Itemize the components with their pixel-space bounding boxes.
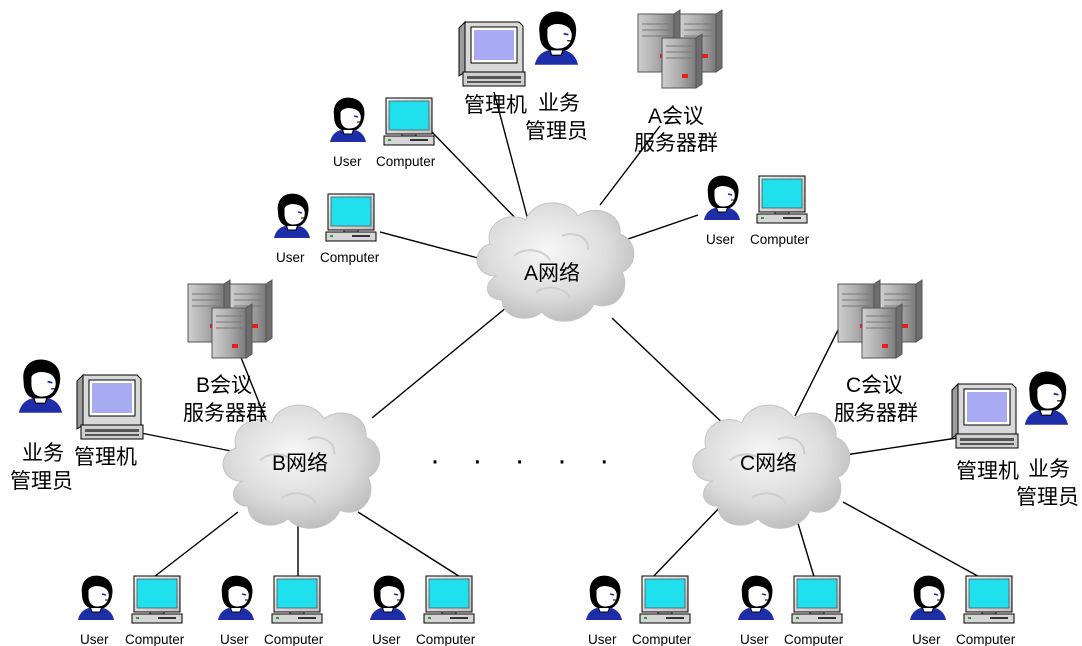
link-c-admin	[844, 437, 958, 456]
terminal-a1: User Computer	[329, 96, 436, 169]
computer-label: Computer	[632, 632, 692, 646]
terminal-b1: User Computer	[77, 574, 185, 646]
staff-label-line2: 管理员	[525, 120, 588, 143]
admin-station-a: 管理机 业务 管理员	[458, 10, 588, 143]
user-person-icon	[273, 192, 311, 239]
network-c-label: C网络	[740, 452, 797, 475]
user-label: User	[740, 632, 769, 646]
connection-lines	[135, 91, 986, 581]
user-label: User	[220, 632, 249, 646]
link-a-user2	[379, 231, 479, 259]
user-computer-icon	[131, 575, 183, 624]
terminal-a3: User Computer	[703, 174, 810, 247]
user-person-icon	[909, 574, 947, 621]
computer-label: Computer	[956, 632, 1016, 646]
computer-label: Computer	[416, 632, 476, 646]
link-a-user1	[429, 129, 523, 226]
link-a-c	[611, 317, 731, 431]
terminal-c3: User Computer	[909, 574, 1016, 646]
link-c-user1	[649, 504, 723, 581]
terminal-b3: User Computer	[369, 574, 476, 646]
link-a-admin	[493, 91, 529, 221]
server-tower-icon	[187, 279, 273, 359]
link-b-admin	[135, 431, 237, 453]
server-tower-icon	[637, 9, 723, 89]
user-label: User	[80, 632, 109, 646]
staff-label-line2: 管理员	[10, 470, 73, 493]
admin-computer-icon	[951, 383, 1019, 449]
user-person-icon	[217, 574, 255, 621]
network-b-cloud: B网络	[221, 404, 381, 530]
user-label: User	[372, 632, 401, 646]
terminal-b2: User Computer	[217, 574, 324, 646]
network-c-cloud: C网络	[691, 404, 851, 530]
user-person-icon	[329, 96, 367, 143]
staff-person-icon	[17, 358, 63, 414]
staff-label-line1: 业务	[22, 442, 64, 465]
admin-station-c: 管理机 业务 管理员	[951, 370, 1079, 509]
admin-machine-label: 管理机	[74, 446, 137, 469]
link-c-user3	[842, 501, 986, 581]
link-c-user2	[796, 519, 816, 581]
staff-label-line1: 业务	[1028, 458, 1070, 481]
user-computer-icon	[791, 575, 843, 624]
network-a-label: A网络	[524, 262, 580, 285]
link-a-servers	[599, 125, 661, 206]
user-person-icon	[585, 574, 623, 621]
link-c-servers	[794, 329, 839, 417]
link-b-user1	[149, 511, 239, 581]
user-computer-icon	[756, 175, 808, 224]
network-b-label: B网络	[272, 452, 328, 475]
staff-person-icon	[533, 10, 579, 66]
server-group-c: C会议 服务器群	[834, 279, 923, 425]
server-group-c-line2: 服务器群	[834, 402, 918, 425]
user-person-icon	[77, 574, 115, 621]
user-computer-icon	[639, 575, 691, 624]
server-group-b: B会议 服务器群	[183, 279, 273, 425]
admin-station-b: 业务 管理员 管理机	[10, 358, 144, 493]
computer-label: Computer	[750, 232, 810, 247]
user-computer-icon	[963, 575, 1015, 624]
user-label: User	[912, 632, 941, 646]
user-computer-icon	[423, 575, 475, 624]
computer-label: Computer	[320, 250, 380, 265]
user-person-icon	[737, 574, 775, 621]
admin-machine-label: 管理机	[956, 460, 1019, 483]
link-b-user3	[357, 511, 466, 581]
computer-label: Computer	[376, 154, 436, 169]
server-group-b-line1: B会议	[196, 374, 252, 397]
staff-label-line1: 业务	[538, 92, 580, 115]
admin-machine-label: 管理机	[464, 94, 527, 117]
terminal-a2: User Computer	[273, 192, 380, 265]
server-group-a: A会议 服务器群	[634, 9, 723, 155]
link-a-user3	[624, 214, 699, 241]
server-group-c-line1: C会议	[846, 374, 903, 397]
staff-person-icon	[1023, 370, 1069, 426]
server-group-b-line2: 服务器群	[183, 402, 267, 425]
more-networks-ellipsis: · · · · ·	[430, 444, 621, 477]
user-computer-icon	[383, 97, 435, 146]
staff-label-line2: 管理员	[1016, 486, 1079, 509]
server-group-a-line2: 服务器群	[634, 132, 718, 155]
user-computer-icon	[271, 575, 323, 624]
admin-computer-icon	[76, 374, 144, 440]
user-label: User	[588, 632, 617, 646]
server-group-a-line1: A会议	[648, 105, 704, 128]
user-label: User	[333, 154, 362, 169]
network-a-cloud: A网络	[476, 201, 635, 323]
user-computer-icon	[325, 193, 377, 242]
server-tower-icon	[837, 279, 923, 359]
terminal-c2: User Computer	[737, 574, 844, 646]
user-person-icon	[703, 174, 741, 221]
terminal-c1: User Computer	[585, 574, 692, 646]
user-label: User	[276, 250, 305, 265]
user-label: User	[706, 232, 735, 247]
user-person-icon	[369, 574, 407, 621]
computer-label: Computer	[784, 632, 844, 646]
computer-label: Computer	[264, 632, 324, 646]
admin-computer-icon	[458, 21, 526, 87]
computer-label: Computer	[125, 632, 185, 646]
